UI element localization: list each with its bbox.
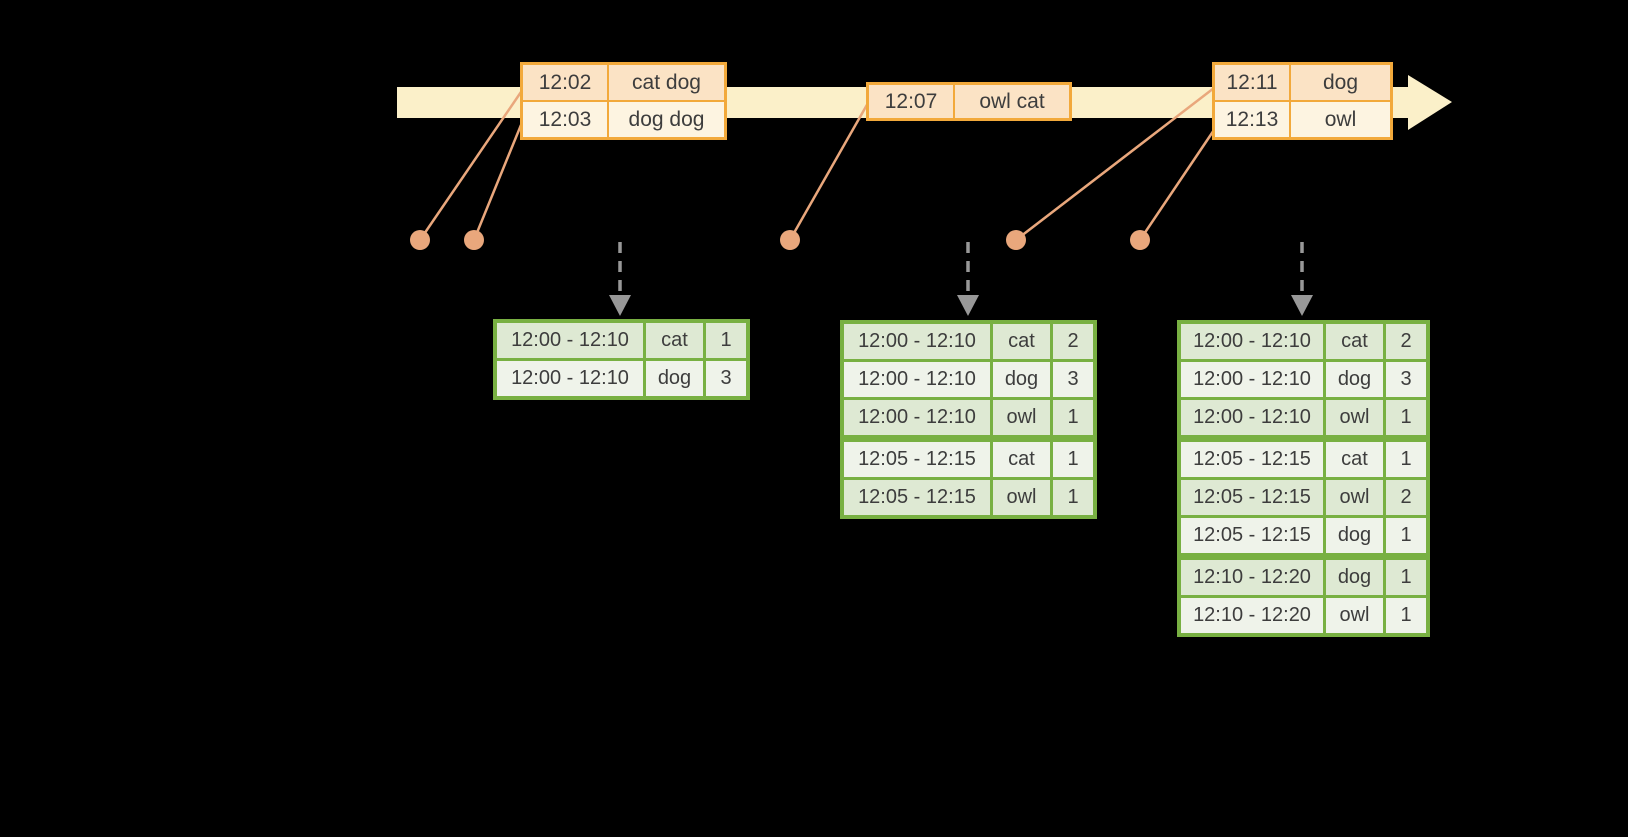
window-cell: 12:05 - 12:15: [844, 480, 990, 515]
table-row: 12:00 - 12:10 owl 1: [1181, 400, 1426, 435]
window-cell: 12:10 - 12:20: [1181, 560, 1323, 595]
event-words-cell: dog: [1291, 65, 1390, 100]
event-time-cell: 12:02: [523, 65, 607, 100]
table-row: 12:00 - 12:10 cat 2: [1181, 324, 1426, 359]
count-cell: 2: [1053, 324, 1093, 359]
count-cell: 1: [1053, 442, 1093, 477]
event-time-cell: 12:11: [1215, 65, 1289, 100]
event-connector-line: [788, 102, 870, 241]
table-row: 12:00 - 12:10 cat 2: [844, 324, 1093, 359]
count-cell: 1: [1053, 480, 1093, 515]
word-cell: owl: [1326, 480, 1383, 515]
window-cell: 12:00 - 12:10: [844, 324, 990, 359]
window-cell: 12:00 - 12:10: [844, 400, 990, 435]
table-row: 12:05 - 12:15 owl 2: [1181, 480, 1426, 515]
window-cell: 12:00 - 12:10: [497, 323, 643, 358]
count-cell: 2: [1386, 480, 1426, 515]
window-cell: 12:05 - 12:15: [1181, 442, 1323, 477]
word-cell: cat: [993, 324, 1050, 359]
event-connector-line: [418, 91, 523, 241]
event-words-cell: cat dog: [609, 65, 724, 100]
event-words-cell: dog dog: [609, 102, 724, 137]
word-cell: owl: [1326, 598, 1383, 633]
table-row: 12:00 - 12:10 dog 3: [844, 362, 1093, 397]
window-cell: 12:05 - 12:15: [1181, 480, 1323, 515]
event-time-cell: 12:03: [523, 102, 607, 137]
count-cell: 1: [1386, 442, 1426, 477]
word-cell: dog: [1326, 518, 1383, 553]
word-cell: cat: [1326, 442, 1383, 477]
event-table-2: 12:07 owl cat: [866, 82, 1072, 121]
word-cell: dog: [1326, 560, 1383, 595]
table-row: 12:00 - 12:10 dog 3: [1181, 362, 1426, 397]
event-connector-line: [1138, 129, 1216, 241]
trigger-arrowhead-icon: [957, 295, 979, 316]
table-row: 12:05 - 12:15 cat 1: [1181, 442, 1426, 477]
count-cell: 3: [706, 361, 746, 396]
event-dot-icon: [464, 230, 484, 250]
event-dot-icon: [1006, 230, 1026, 250]
event-time-cell: 12:07: [869, 85, 953, 118]
count-cell: 1: [1386, 560, 1426, 595]
window-cell: 12:05 - 12:15: [1181, 518, 1323, 553]
count-cell: 1: [1053, 400, 1093, 435]
count-cell: 2: [1386, 324, 1426, 359]
table-row: 12:05 - 12:15 cat 1: [844, 442, 1093, 477]
event-connector-line: [472, 124, 523, 241]
event-table-3: 12:11 dog 12:13 owl: [1212, 62, 1393, 140]
word-cell: owl: [993, 480, 1050, 515]
event-words-cell: owl: [1291, 102, 1390, 137]
count-cell: 1: [706, 323, 746, 358]
word-cell: cat: [646, 323, 703, 358]
event-connector-line: [1015, 87, 1215, 241]
table-row: 12:00 - 12:10 dog 3: [497, 361, 746, 396]
event-row: 12:13 owl: [1215, 102, 1390, 137]
event-time-cell: 12:13: [1215, 102, 1289, 137]
word-cell: dog: [1326, 362, 1383, 397]
table-row: 12:00 - 12:10 owl 1: [844, 400, 1093, 435]
word-cell: owl: [1326, 400, 1383, 435]
count-cell: 1: [1386, 400, 1426, 435]
event-table-1: 12:02 cat dog 12:03 dog dog: [520, 62, 727, 140]
event-row: 12:07 owl cat: [869, 85, 1069, 118]
result-table-1: 12:00 - 12:10 cat 1 12:00 - 12:10 dog 3: [493, 319, 750, 400]
table-row: 12:00 - 12:10 cat 1: [497, 323, 746, 358]
trigger-arrowhead-icon: [609, 295, 631, 316]
result-table-2: 12:00 - 12:10 cat 2 12:00 - 12:10 dog 3 …: [840, 320, 1097, 519]
window-cell: 12:00 - 12:10: [1181, 400, 1323, 435]
event-dot-icon: [1130, 230, 1150, 250]
window-cell: 12:00 - 12:10: [1181, 362, 1323, 397]
event-dot-icon: [780, 230, 800, 250]
window-cell: 12:00 - 12:10: [844, 362, 990, 397]
window-cell: 12:05 - 12:15: [844, 442, 990, 477]
word-cell: owl: [993, 400, 1050, 435]
table-row: 12:10 - 12:20 dog 1: [1181, 560, 1426, 595]
table-row: 12:05 - 12:15 dog 1: [1181, 518, 1426, 553]
table-row: 12:05 - 12:15 owl 1: [844, 480, 1093, 515]
window-cell: 12:00 - 12:10: [497, 361, 643, 396]
count-cell: 1: [1386, 598, 1426, 633]
word-cell: dog: [993, 362, 1050, 397]
event-row: 12:02 cat dog: [523, 65, 724, 100]
count-cell: 3: [1053, 362, 1093, 397]
event-dot-icon: [410, 230, 430, 250]
event-row: 12:03 dog dog: [523, 102, 724, 137]
word-cell: dog: [646, 361, 703, 396]
event-row: 12:11 dog: [1215, 65, 1390, 100]
window-cell: 12:00 - 12:10: [1181, 324, 1323, 359]
event-words-cell: owl cat: [955, 85, 1069, 118]
timeline-arrowhead-icon: [1408, 75, 1452, 130]
result-table-3: 12:00 - 12:10 cat 2 12:00 - 12:10 dog 3 …: [1177, 320, 1430, 637]
word-cell: cat: [1326, 324, 1383, 359]
trigger-arrowhead-icon: [1291, 295, 1313, 316]
table-row: 12:10 - 12:20 owl 1: [1181, 598, 1426, 633]
count-cell: 3: [1386, 362, 1426, 397]
word-cell: cat: [993, 442, 1050, 477]
window-cell: 12:10 - 12:20: [1181, 598, 1323, 633]
count-cell: 1: [1386, 518, 1426, 553]
